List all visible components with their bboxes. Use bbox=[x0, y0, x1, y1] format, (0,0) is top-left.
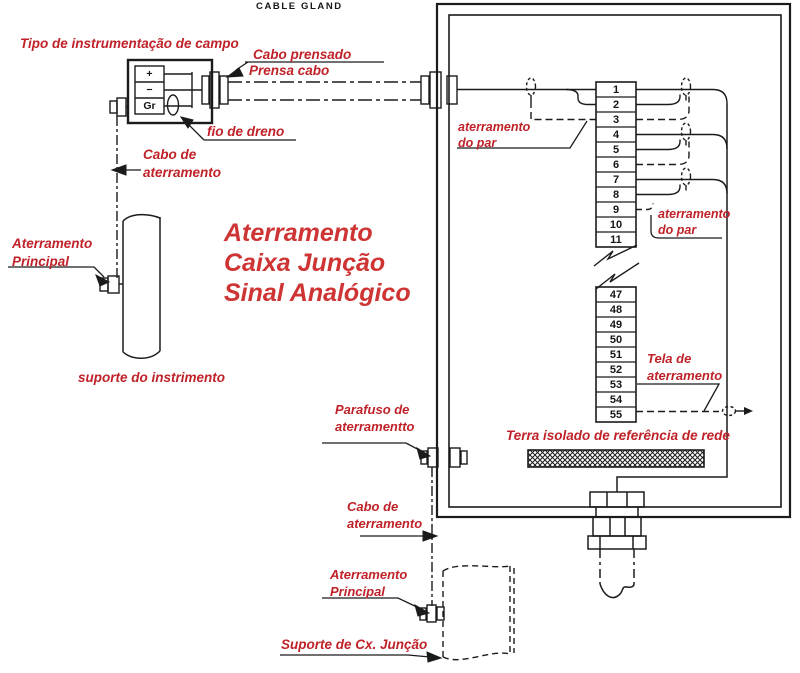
label-ground-cable-top: Cabo de aterramento bbox=[143, 147, 222, 180]
label-pair-ground-left: aterramento do par bbox=[458, 120, 531, 150]
drain-twist-loop-icon bbox=[680, 167, 692, 186]
terminal-number: 11 bbox=[610, 233, 622, 246]
terminal-number: 55 bbox=[609, 408, 623, 421]
terminal-number: 8 bbox=[612, 188, 620, 201]
terminal-number: 9 bbox=[612, 203, 620, 216]
pair-ground-right-leader bbox=[650, 215, 722, 239]
instrument-ground-bolt bbox=[109, 97, 128, 117]
terminal-number: 6 bbox=[612, 158, 620, 171]
terminal-number: 1 bbox=[612, 83, 620, 96]
label-main-ground-left: Aterramento Principal bbox=[12, 236, 93, 269]
ground-cable-top-arrow bbox=[110, 164, 141, 176]
ground-bus-wire bbox=[616, 103, 728, 492]
ground-cable-bottom-arrow bbox=[360, 530, 439, 542]
terminal-number: Gr bbox=[143, 100, 156, 112]
terminal-number: 51 bbox=[609, 348, 623, 361]
junction-box-support-pipe bbox=[442, 565, 515, 661]
label-ground-shield: Tela de aterramento bbox=[647, 351, 723, 383]
drain-twist-loop-icon bbox=[680, 122, 692, 141]
label-cable-gland-pt: Prensa cabo bbox=[249, 63, 330, 78]
box-cable-gland bbox=[420, 71, 458, 109]
instrument-support-pipe bbox=[122, 213, 161, 359]
label-main-ground-bottom: Aterramento Principal bbox=[330, 567, 408, 599]
drain-wire-loop-icon bbox=[166, 94, 180, 116]
terminal-number: 3 bbox=[612, 113, 620, 126]
drain-wire-leader bbox=[179, 116, 296, 141]
label-junction-box-support: Suporte de Cx. Junção bbox=[281, 637, 428, 652]
diagram-title: Aterramento Caixa Junção Sinal Analógico bbox=[224, 219, 411, 307]
label-drain-wire: fio de dreno bbox=[207, 124, 285, 139]
terminal-number: 2 bbox=[612, 98, 620, 111]
label-instrument-support: suporte do instrimento bbox=[78, 370, 226, 385]
drain-twist-loop-icon bbox=[680, 77, 692, 96]
terminal-strip-upper bbox=[595, 81, 637, 248]
terminal-strip-upper-numbers: 1 2 3 4 5 6 7 8 9 10 11 bbox=[596, 82, 636, 247]
main-ground-bottom-leader bbox=[322, 597, 431, 617]
label-isolated-ground: Terra isolado de referência de rede bbox=[506, 428, 730, 443]
label-pressed-cable: Cabo prensado bbox=[253, 47, 352, 62]
terminal-number: + bbox=[146, 68, 153, 80]
field-instrument bbox=[126, 58, 214, 125]
pressed-cable-leader bbox=[225, 61, 384, 78]
main-ground-left-leader bbox=[8, 266, 111, 287]
terminal-number: 4 bbox=[612, 128, 620, 141]
terminal-number: 50 bbox=[609, 333, 623, 346]
pair-wiring-right bbox=[636, 77, 728, 211]
label-ground-screw: Parafuso de aterramentto bbox=[335, 402, 415, 434]
terminal-number: 49 bbox=[609, 318, 623, 331]
pair-feed-wiring bbox=[457, 77, 596, 121]
terminal-number: 52 bbox=[609, 363, 623, 376]
terminal-strip-lower-numbers: 47 48 49 50 51 52 53 54 55 bbox=[596, 287, 636, 422]
terminal-strip-break bbox=[593, 244, 640, 290]
junction-box-support-leader bbox=[280, 651, 443, 663]
isolated-ground-bar bbox=[527, 449, 705, 468]
instrument-terminal-labels: + − Gr bbox=[135, 66, 164, 114]
label-field-instrument-type: Tipo de instrumentação de campo bbox=[20, 36, 239, 51]
terminal-number: 5 bbox=[612, 143, 620, 156]
terminal-number: 7 bbox=[612, 173, 620, 186]
label-pair-ground-right: aterramento do par bbox=[658, 207, 731, 237]
terminal-number: − bbox=[146, 84, 153, 96]
ground-screw-bolts bbox=[420, 447, 468, 468]
main-ground-bolt-bottom bbox=[419, 604, 445, 623]
terminal-number: 53 bbox=[609, 378, 623, 391]
pair-ground-left-leader bbox=[457, 120, 588, 149]
terminal-number: 54 bbox=[609, 393, 623, 406]
field-cable bbox=[228, 81, 421, 101]
bottom-cable-gland bbox=[587, 491, 647, 599]
drain-twist-loop-icon bbox=[525, 77, 537, 96]
terminal-strip-lower bbox=[595, 286, 637, 423]
terminal-number: 48 bbox=[609, 303, 623, 316]
ground-screw-leader bbox=[322, 442, 432, 460]
instrument-cable-gland bbox=[201, 71, 229, 109]
shield-drain-55 bbox=[636, 383, 753, 417]
label-ground-cable-bottom: Cabo de aterramento bbox=[347, 499, 423, 531]
terminal-number: 47 bbox=[609, 288, 623, 301]
drain-twist-loop-icon bbox=[721, 405, 737, 417]
terminal-number: 10 bbox=[609, 218, 623, 231]
cable-gland-title: CABLE GLAND bbox=[256, 1, 343, 12]
